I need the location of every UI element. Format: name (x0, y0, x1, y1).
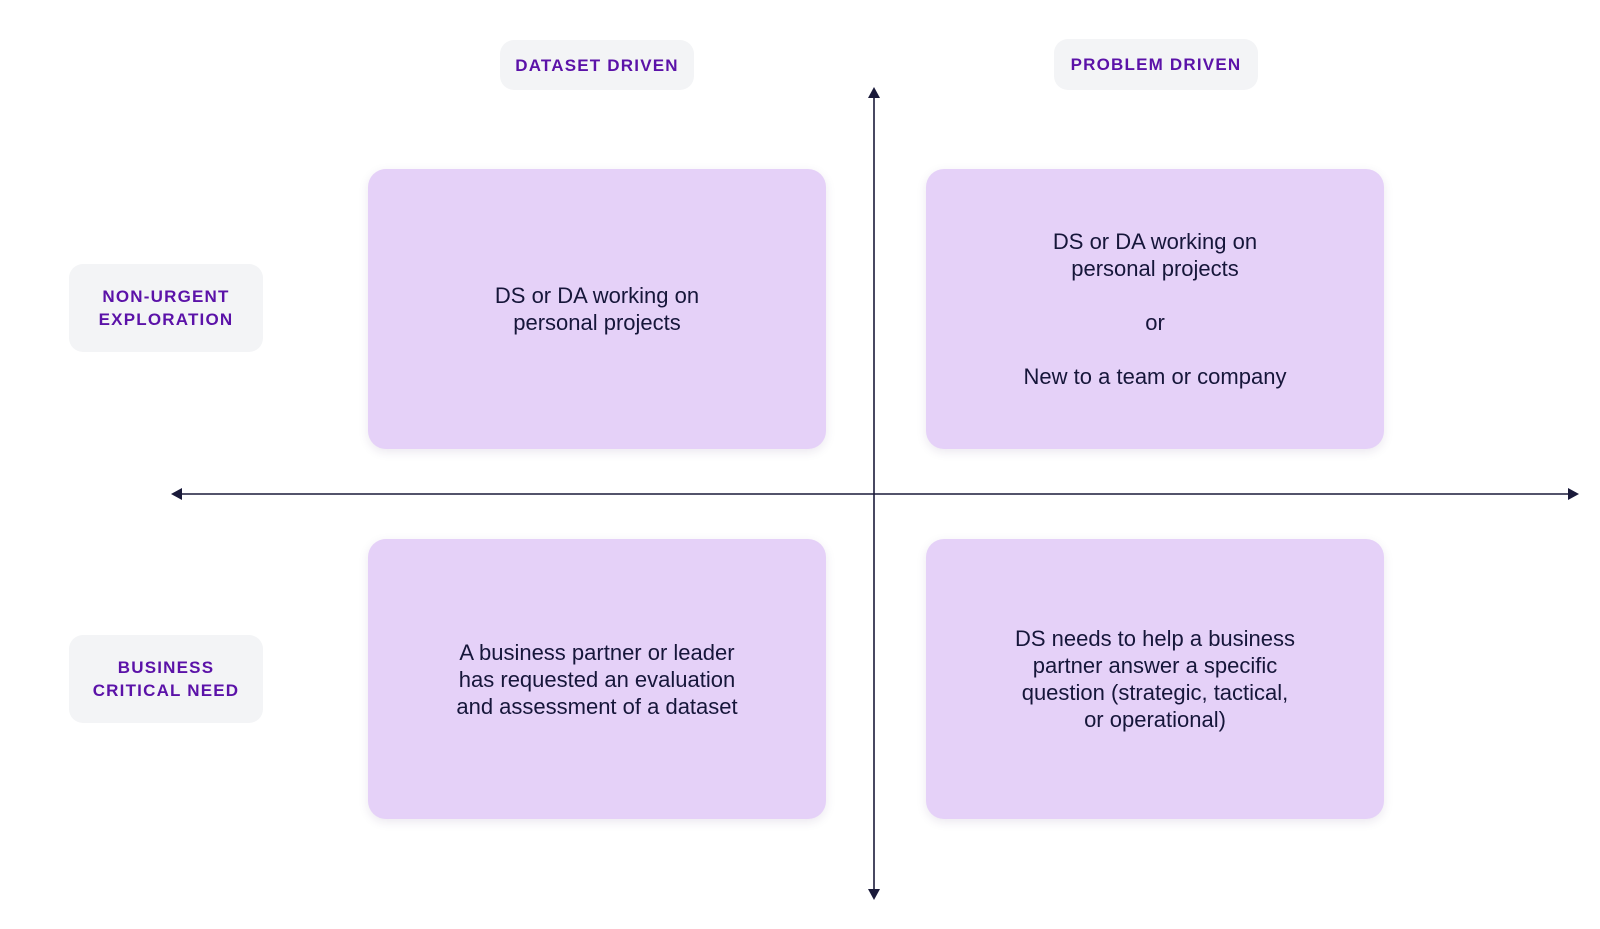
row-header-non-urgent-exploration: NON-URGENT EXPLORATION (69, 264, 263, 352)
row-header-line: CRITICAL NEED (92, 681, 240, 700)
quadrant-text-line: DS or DA working on (494, 283, 700, 308)
row-header-line: EXPLORATION (98, 310, 234, 329)
quadrant-card-top-left: DS or DA working on personal projects (368, 169, 826, 449)
quadrant-text-line: New to a team or company (1023, 364, 1287, 389)
quadrant-text-line: personal projects (1071, 256, 1239, 281)
horizontal-axis-left-arrow (171, 488, 182, 500)
row-header-line: BUSINESS (117, 658, 215, 677)
quadrant-text-line: personal projects (513, 310, 681, 335)
quadrant-card-bottom-left: A business partner or leader has request… (368, 539, 826, 819)
quadrant-text-line: has requested an evaluation (458, 666, 736, 692)
column-header-label: DATASET DRIVEN (515, 55, 679, 75)
quadrant-separator: or (1145, 310, 1165, 335)
vertical-axis-top-arrow (868, 87, 880, 98)
column-header-label: PROBLEM DRIVEN (1070, 55, 1242, 74)
row-header-business-critical-need: BUSINESS CRITICAL NEED (69, 635, 263, 723)
quadrant-text-line: or operational) (1084, 707, 1226, 732)
quadrant-text-line: and assessment of a dataset (456, 693, 738, 719)
quadrant-text-line: A business partner or leader (459, 639, 735, 665)
quadrant-text-line: DS or DA working on (1052, 229, 1258, 254)
quadrant-card-bottom-right: DS needs to help a business partner answ… (926, 539, 1384, 819)
vertical-axis-bottom-arrow (868, 889, 880, 900)
quadrant-text-line: partner answer a specific (1032, 653, 1278, 678)
quadrant-card-top-right: DS or DA working on personal projects or… (926, 169, 1384, 449)
horizontal-axis-right-arrow (1568, 488, 1579, 500)
quadrant-text-line: question (strategic, tactical, (1021, 680, 1289, 705)
column-header-dataset-driven: DATASET DRIVEN (500, 40, 694, 90)
column-header-problem-driven: PROBLEM DRIVEN (1054, 39, 1258, 90)
row-header-line: NON-URGENT (102, 287, 230, 306)
quadrant-text-line: DS needs to help a business (1014, 626, 1296, 651)
